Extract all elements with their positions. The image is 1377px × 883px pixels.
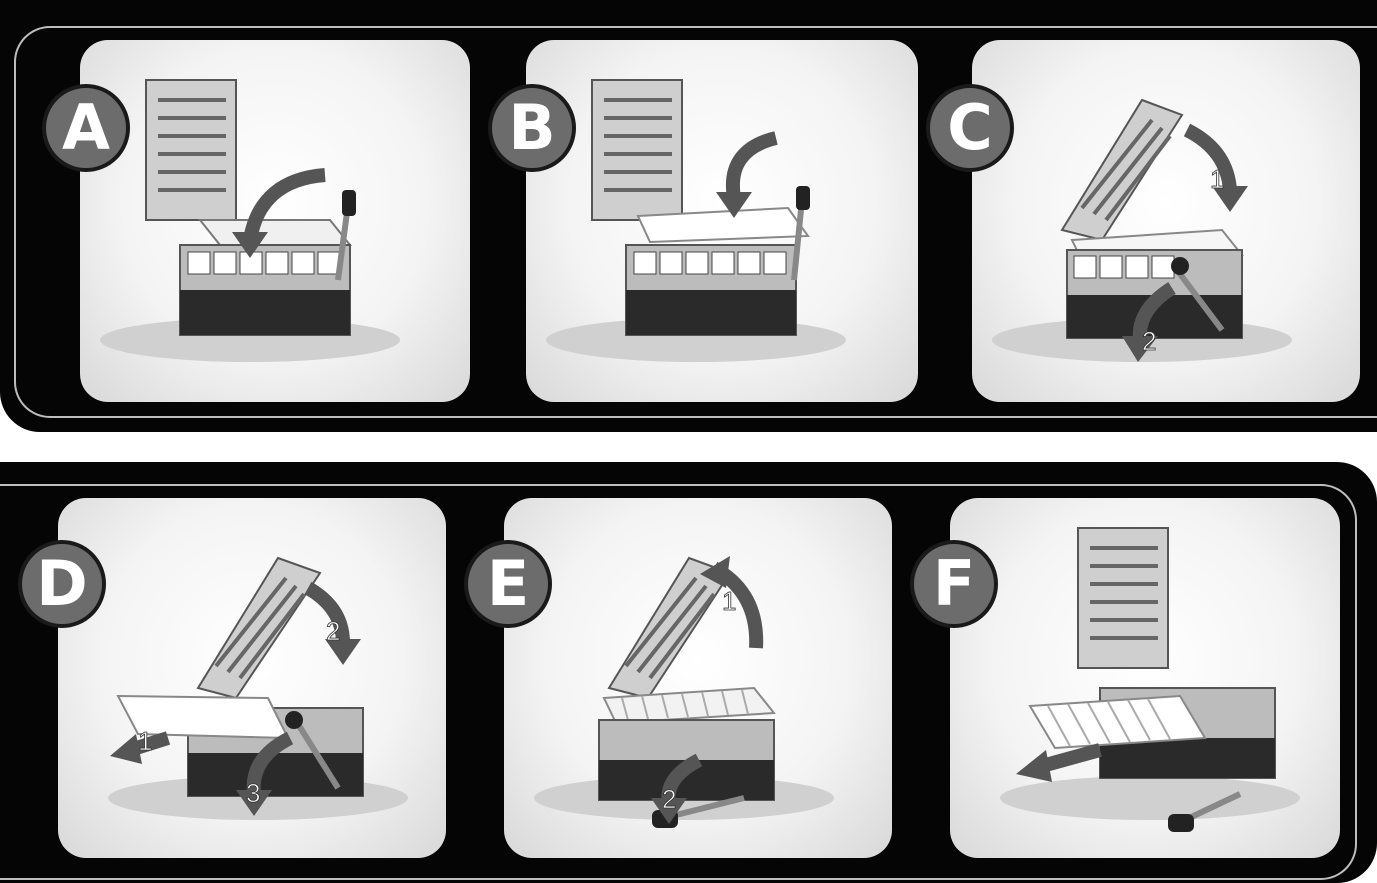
step-c-number-1: 1 — [1210, 164, 1224, 194]
step-d-number-3: 3 — [246, 778, 260, 808]
step-e-number-1: 1 — [722, 586, 736, 616]
step-panel-d: 1 2 3 — [58, 498, 446, 858]
machine-illustration-d: 1 2 3 — [58, 498, 446, 858]
step-badge-e: E — [464, 540, 552, 628]
machine-illustration-b — [526, 40, 918, 402]
step-badge-a: A — [42, 84, 130, 172]
step-panel-f — [950, 498, 1340, 858]
machine-illustration-a — [80, 40, 470, 402]
machine-illustration-c: 1 2 — [972, 40, 1360, 402]
step-badge-f: F — [910, 540, 998, 628]
step-panel-a — [80, 40, 470, 402]
step-d-number-2: 2 — [326, 616, 340, 646]
machine-illustration-e: 1 2 — [504, 498, 892, 858]
step-panel-c: 1 2 — [972, 40, 1360, 402]
step-panel-e: 1 2 — [504, 498, 892, 858]
step-badge-c: C — [926, 84, 1014, 172]
step-e-number-2: 2 — [662, 784, 676, 814]
step-d-number-1: 1 — [138, 726, 152, 756]
step-panel-b — [526, 40, 918, 402]
step-badge-b: B — [488, 84, 576, 172]
machine-illustration-f — [950, 498, 1340, 858]
step-badge-d: D — [18, 540, 106, 628]
step-c-number-2: 2 — [1142, 326, 1156, 356]
